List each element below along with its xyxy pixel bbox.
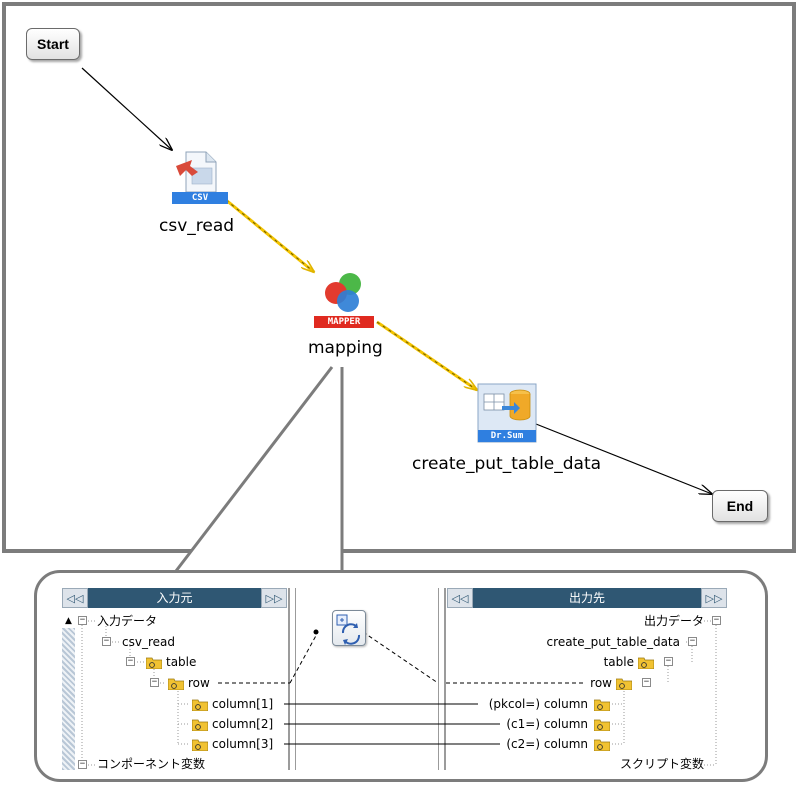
output-panel-header: 出力先 ◁◁ ▷▷ — [447, 588, 727, 608]
collapse-toggle[interactable]: − — [150, 677, 159, 687]
folder-icon — [594, 719, 610, 731]
folder-icon — [594, 699, 610, 711]
input-panel-title: 入力元 — [156, 591, 193, 605]
input-scrollbar[interactable] — [62, 628, 75, 770]
csv-badge: CSV — [172, 192, 228, 204]
output-tree-c1-column[interactable]: (c1=) column — [506, 717, 588, 731]
csv-read-label[interactable]: csv_read — [159, 216, 235, 236]
folder-icon — [192, 739, 208, 751]
collapse-toggle[interactable]: − — [688, 636, 697, 646]
scroll-up-button[interactable]: ▲ — [62, 614, 75, 628]
input-collapse-button[interactable]: ◁◁ — [62, 588, 88, 608]
collapse-toggle[interactable]: − — [78, 759, 87, 769]
input-tree-column-1[interactable]: column[1] — [212, 697, 274, 711]
transform-button[interactable] — [332, 610, 366, 646]
folder-icon — [192, 719, 208, 731]
output-collapse-button[interactable]: ◁◁ — [447, 588, 473, 608]
output-tree-create-put-table-data[interactable]: create_put_table_data — [546, 635, 680, 649]
collapse-toggle[interactable]: − — [78, 615, 87, 625]
input-tree-csv-read[interactable]: csv_read — [122, 635, 175, 649]
output-panel-divider[interactable] — [444, 588, 446, 770]
folder-icon — [192, 699, 208, 711]
input-tree-root[interactable]: 入力データ — [97, 614, 158, 628]
folder-icon — [146, 657, 162, 669]
start-node[interactable]: Start — [26, 28, 80, 60]
collapse-toggle[interactable]: − — [126, 656, 135, 666]
input-expand-button[interactable]: ▷▷ — [261, 588, 287, 608]
output-expand-button[interactable]: ▷▷ — [701, 588, 727, 608]
end-node[interactable]: End — [712, 490, 768, 522]
mapping-label[interactable]: mapping — [308, 338, 383, 358]
output-tree-script-vars[interactable]: スクリプト変数 — [619, 757, 704, 771]
folder-icon — [638, 657, 654, 669]
input-panel-divider[interactable] — [288, 588, 290, 770]
drsum-badge: Dr.Sum — [478, 430, 536, 442]
folder-icon — [616, 678, 632, 690]
collapse-toggle[interactable]: − — [102, 636, 111, 646]
output-tree-c2-column[interactable]: (c2=) column — [506, 737, 588, 751]
output-tree-pkcol-column[interactable]: (pkcol=) column — [488, 697, 588, 711]
output-tree-row[interactable]: row — [590, 676, 612, 690]
input-tree-component-vars[interactable]: コンポーネント変数 — [97, 757, 206, 771]
input-tree-table[interactable]: table — [166, 655, 197, 669]
input-panel-header: 入力元 ◁◁ ▷▷ — [62, 588, 287, 608]
collapse-toggle[interactable]: − — [642, 677, 651, 687]
transform-icon — [336, 614, 361, 645]
flow-canvas — [2, 2, 796, 553]
input-tree-column-3[interactable]: column[3] — [212, 737, 274, 751]
input-tree-column-2[interactable]: column[2] — [212, 717, 274, 731]
output-tree-table[interactable]: table — [603, 655, 634, 669]
folder-icon — [594, 739, 610, 751]
center-left-divider — [295, 588, 296, 770]
output-tree-root[interactable]: 出力データ — [643, 614, 704, 628]
input-tree-row[interactable]: row — [188, 676, 210, 690]
create-put-table-data-label[interactable]: create_put_table_data — [412, 454, 602, 474]
mapper-badge: MAPPER — [314, 316, 374, 328]
output-panel-title: 出力先 — [568, 591, 605, 605]
collapse-toggle[interactable]: − — [712, 615, 721, 625]
collapse-toggle[interactable]: − — [664, 656, 673, 666]
folder-icon — [168, 678, 184, 690]
center-right-divider — [438, 588, 439, 770]
